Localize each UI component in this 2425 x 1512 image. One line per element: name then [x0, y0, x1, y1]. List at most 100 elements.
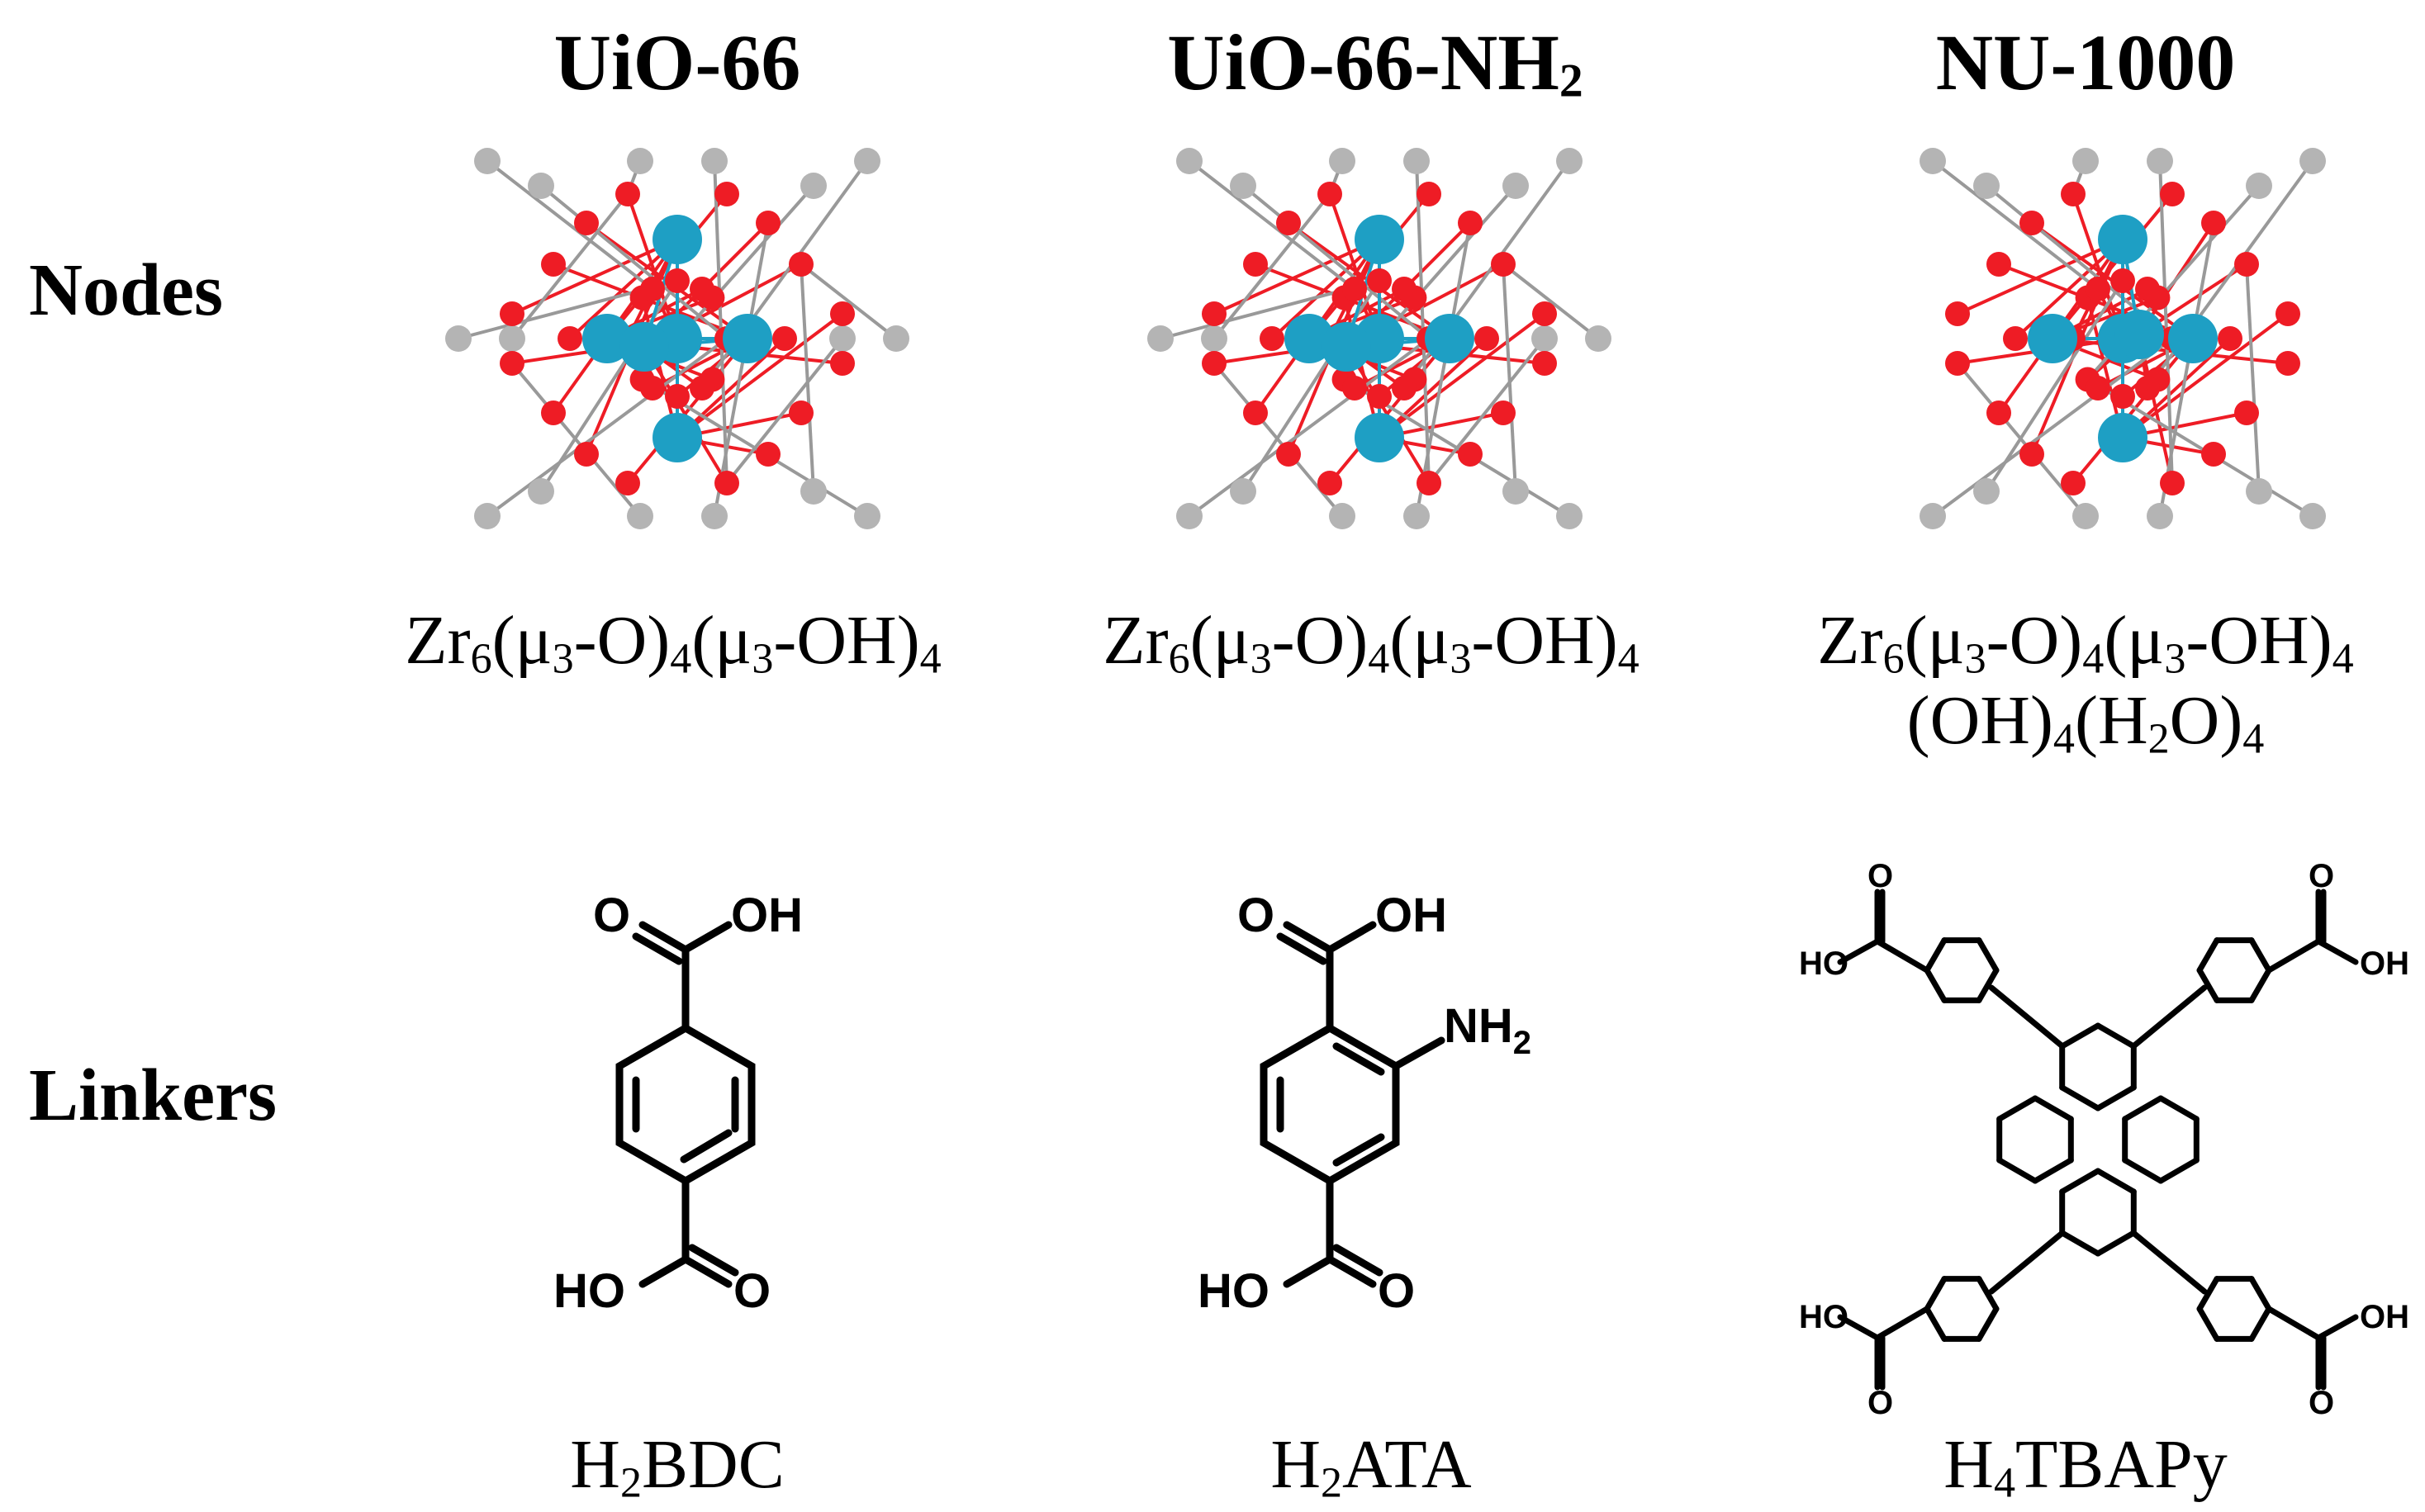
- row-label-nodes: Nodes: [29, 249, 224, 331]
- oxygen-atom: [830, 301, 855, 326]
- oxygen-atom: [615, 471, 640, 495]
- oxygen-atom: [2276, 351, 2300, 376]
- carbon-atom: [1531, 325, 1558, 352]
- oxygen-atom: [640, 376, 665, 401]
- carbon-atom: [1403, 148, 1430, 174]
- oxygen-atom: [2019, 211, 2044, 235]
- oxygen-atom: [1417, 471, 1441, 495]
- oxygen-atom: [541, 252, 566, 277]
- oxygen-atom: [2110, 384, 2135, 409]
- oxygen-atom: [1458, 211, 1483, 235]
- oxygen-atom: [1491, 401, 1516, 425]
- oxygen-atom: [1202, 351, 1227, 376]
- carbon-atom: [1556, 503, 1583, 529]
- oxygen-atom: [1474, 326, 1499, 351]
- zirconium-atom: [1322, 322, 1371, 372]
- carbon-atom: [1920, 503, 1946, 529]
- carbonyl-o-label: O: [1867, 858, 1893, 894]
- carbon-atom: [1973, 173, 2000, 199]
- oxygen-atom: [2061, 182, 2086, 206]
- oxygen-atom: [2110, 268, 2135, 293]
- oxygen-atom: [1260, 326, 1284, 351]
- carbon-atom: [1502, 173, 1529, 199]
- node-formula-uio66-nh2: Zr6(μ3-O)4(μ3-OH)4: [1103, 602, 1640, 683]
- carbon-atom: [627, 148, 653, 174]
- carbon-atom: [1230, 173, 1256, 199]
- hydroxyl-oh-label: OH: [1375, 889, 1447, 942]
- carbon-atom: [2246, 173, 2272, 199]
- carbonyl-o-label: O: [1237, 889, 1274, 942]
- zirconium-atom: [2098, 413, 2147, 462]
- oxygen-atom: [1392, 376, 1417, 401]
- zirconium-atom: [653, 215, 702, 264]
- linker-name-h2bdc: H2BDC: [570, 1426, 785, 1507]
- oxygen-atom: [1342, 376, 1367, 401]
- carbon-atom: [1585, 325, 1611, 352]
- node-cluster-uio66: [445, 148, 909, 529]
- oxygen-atom: [574, 211, 599, 235]
- oxygen-atom: [1458, 442, 1483, 467]
- carbon-atom: [1403, 503, 1430, 529]
- oxygen-atom: [2160, 182, 2185, 206]
- oxygen-atom: [1276, 211, 1301, 235]
- oxygen-atom: [640, 277, 665, 301]
- carbon-atom: [1176, 503, 1203, 529]
- oxygen-atom: [714, 471, 739, 495]
- hydroxyl-ho-label: HO: [1799, 946, 1848, 982]
- carbon-atom: [445, 325, 472, 352]
- oxygen-atom: [500, 351, 524, 376]
- zirconium-atom: [653, 413, 702, 462]
- oxygen-atom: [1317, 182, 1342, 206]
- oxygen-atom: [789, 401, 814, 425]
- oxygen-atom: [500, 301, 524, 326]
- oxygen-atom: [2234, 252, 2259, 277]
- carbon-atom: [2299, 503, 2326, 529]
- node-formula-nu1000-line2: (OH)4(H2O)4: [1906, 681, 2265, 763]
- oxygen-atom: [2061, 471, 2086, 495]
- carbon-atom: [474, 148, 501, 174]
- oxygen-atom: [2201, 211, 2226, 235]
- zirconium-atom: [1355, 413, 1404, 462]
- oxygen-atom: [2276, 301, 2300, 326]
- carbon-atom: [854, 148, 880, 174]
- carbon-atom: [1176, 148, 1203, 174]
- carbonyl-o-label: O: [1378, 1264, 1415, 1318]
- zirconium-atom: [2114, 310, 2164, 359]
- zirconium-atom: [1425, 314, 1474, 363]
- carbon-atom: [2147, 148, 2173, 174]
- title-nu1000: NU-1000: [1935, 18, 2236, 107]
- oxygen-atom: [789, 252, 814, 277]
- oxygen-atom: [1417, 182, 1441, 206]
- oxygen-atom: [1243, 401, 1268, 425]
- title-uio66-nh2: UiO-66-NH2: [1167, 18, 1583, 107]
- oxygen-atom: [665, 384, 690, 409]
- oxygen-atom: [772, 326, 797, 351]
- oxygen-atom: [2201, 442, 2226, 467]
- zirconium-atom: [1355, 215, 1404, 264]
- carbon-atom: [1920, 148, 1946, 174]
- carbon-atom: [2072, 503, 2099, 529]
- carbon-atom: [1973, 478, 2000, 505]
- carbon-atom: [2299, 148, 2326, 174]
- oxygen-atom: [714, 182, 739, 206]
- oxygen-atom: [1491, 252, 1516, 277]
- zirconium-atom: [2028, 314, 2077, 363]
- linker-name-h2ata: H2ATA: [1270, 1426, 1472, 1507]
- oxygen-atom: [558, 326, 582, 351]
- carbonyl-o-label: O: [733, 1264, 771, 1318]
- oxygen-atom: [1392, 277, 1417, 301]
- carbon-atom: [854, 503, 880, 529]
- oxygen-atom: [690, 376, 714, 401]
- carbon-atom: [528, 478, 554, 505]
- carbon-atom: [1502, 478, 1529, 505]
- oxygen-atom: [1945, 301, 1970, 326]
- oxygen-atom: [756, 442, 781, 467]
- row-label-linkers: Linkers: [29, 1055, 278, 1136]
- carbon-atom: [2246, 478, 2272, 505]
- oxygen-atom: [2086, 376, 2110, 401]
- carbon-atom: [499, 325, 525, 352]
- oxygen-atom: [665, 268, 690, 293]
- oxygen-atom: [1243, 252, 1268, 277]
- oxygen-atom: [1202, 301, 1227, 326]
